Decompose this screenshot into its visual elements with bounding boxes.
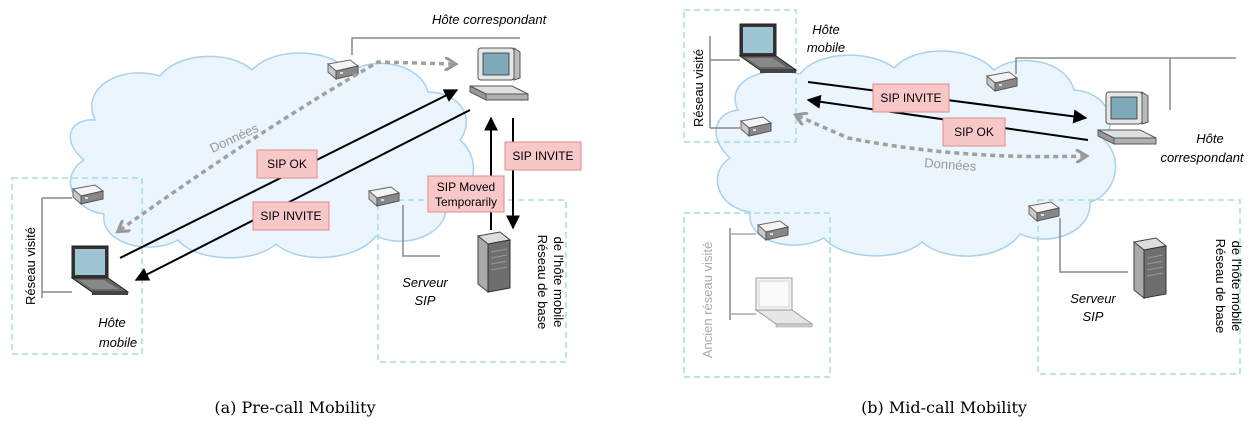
svg-text:SIP INVITE: SIP INVITE	[512, 149, 573, 163]
mobile-host-label: mobile	[99, 335, 137, 350]
msg-sip-ok-b: SIP OK	[942, 117, 1006, 147]
visited-network-label: Réseau visité	[691, 49, 706, 127]
msg-sip-ok-a: SIP OK	[256, 149, 318, 179]
svg-text:SIP INVITE: SIP INVITE	[260, 209, 321, 223]
svg-text:SIP OK: SIP OK	[267, 157, 307, 171]
laptop-icon	[739, 23, 797, 74]
mobile-host-label: Hôte	[98, 315, 125, 330]
home-network-line-b	[1059, 218, 1128, 273]
svg-text:SIP OK: SIP OK	[954, 125, 994, 139]
old-visited-network-box-b	[683, 212, 831, 378]
msg-sip-invite-b: SIP INVITE	[872, 83, 950, 113]
desktop-computer-icon	[1097, 91, 1157, 145]
desktop-computer-icon	[469, 47, 529, 101]
svg-text:SIP INVITE: SIP INVITE	[880, 91, 941, 105]
home-network-label: de l'hôte mobile	[551, 237, 566, 328]
visited-network-label: Réseau visité	[23, 227, 38, 305]
sip-server-label: Serveur	[1070, 291, 1116, 306]
msg-sip-moved-a: SIP Moved Temporarily	[427, 175, 505, 213]
caption-b: (b) Mid-call Mobility	[861, 398, 1027, 417]
correspondent-network-line-b	[1015, 57, 1236, 74]
svg-text:SIP Moved: SIP Moved	[437, 180, 495, 194]
mobile-host-label: Hôte	[812, 22, 839, 37]
host-correspondent-label: Hôte	[1196, 131, 1223, 146]
visited-network-box-a	[11, 177, 143, 355]
sip-server-label: Serveur	[402, 275, 448, 290]
correspondent-network-line-a	[351, 37, 520, 55]
data-flow-arrow-a	[120, 62, 453, 230]
home-network-label: Réseau de base	[535, 235, 550, 330]
data-label: Données	[924, 155, 977, 174]
visited-network-box-b	[683, 9, 797, 143]
sip-server-label: SIP	[1083, 309, 1104, 324]
server-icon	[477, 231, 511, 293]
home-network-label: de l'hôte mobile	[1229, 241, 1244, 332]
home-network-label: Réseau de base	[1213, 239, 1228, 334]
panel-a: SIP OK SIP INVITE SIP INVITE SIP Moved T…	[11, 12, 582, 417]
mobile-host-label: mobile	[807, 40, 845, 55]
sip-invite-arrow-a	[134, 109, 471, 281]
panel-b: SIP INVITE SIP OK Hôte mobile Réseau vis…	[683, 9, 1245, 417]
laptop-icon	[755, 277, 813, 328]
sip-server-label: SIP	[415, 293, 436, 308]
home-network-box-b	[1037, 199, 1241, 375]
server-icon	[1133, 237, 1167, 299]
host-correspondent-label: correspondant	[1160, 150, 1244, 165]
data-flow-arrow-b	[798, 116, 1084, 157]
laptop-icon	[71, 245, 129, 296]
msg-sip-invite-left-a: SIP INVITE	[252, 201, 330, 231]
svg-text:Temporarily: Temporarily	[435, 195, 497, 209]
msg-sip-invite-right-a: SIP INVITE	[504, 141, 582, 171]
caption-a: (a) Pre-call Mobility	[214, 398, 375, 417]
host-correspondent-label: Hôte correspondant	[432, 12, 548, 27]
old-visited-network-label: Ancien réseau visité	[700, 242, 715, 358]
